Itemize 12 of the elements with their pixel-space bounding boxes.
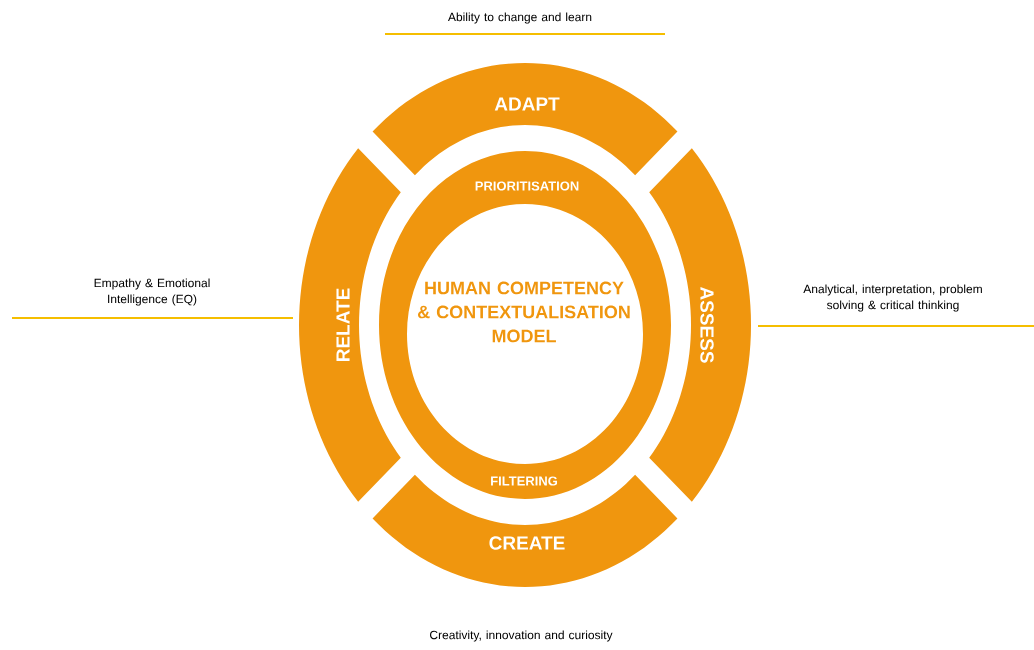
description-text: Ability to change and learn bbox=[448, 12, 592, 24]
node-label: CREATE bbox=[489, 536, 565, 550]
ring-segment: ASSESS bbox=[649, 148, 751, 502]
description-text: Empathy & Emotional Intelligence (EQ) bbox=[94, 278, 210, 306]
node-label: ADAPT bbox=[494, 97, 560, 111]
inner-ring: PRIORITISATION HUMAN COMPETENCY & CONTEXTUALISATION MODEL FILTERING bbox=[379, 151, 671, 499]
description-text: Analytical, interpretation, problem solving & critical thinking bbox=[803, 284, 982, 312]
node-label: ASSESS bbox=[700, 286, 714, 363]
description-text: Creativity, innovation and curiosity bbox=[430, 630, 613, 642]
node-label: RELATE bbox=[336, 288, 350, 362]
ring-segment: ADAPT bbox=[372, 63, 678, 176]
ring-segment: RELATE bbox=[299, 148, 401, 502]
